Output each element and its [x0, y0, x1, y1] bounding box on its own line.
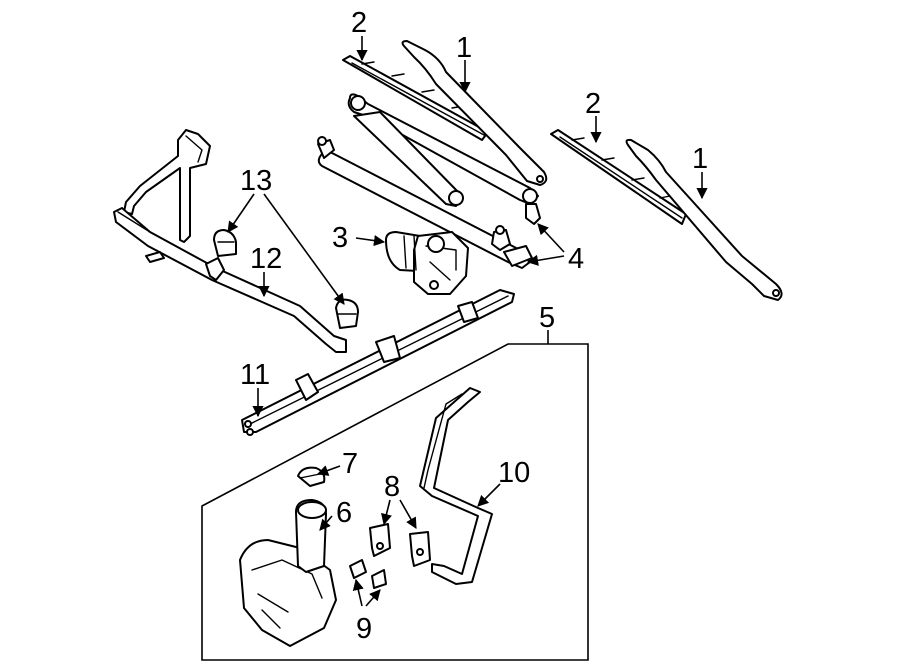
wiper-arm-right [625, 138, 783, 301]
leader-lines [227, 36, 708, 607]
leader-8-left [381, 499, 392, 526]
callout-7: 7 [342, 448, 358, 480]
wiper-blade-left [342, 55, 489, 141]
callout-10: 10 [498, 457, 530, 489]
reservoir-cap [297, 466, 326, 487]
leader-6 [319, 515, 333, 531]
callout-1-top: 1 [456, 32, 472, 64]
callout-numbers: 1 2 2 1 3 4 5 6 7 8 9 10 11 12 13 [240, 7, 708, 645]
washer-nozzle-lower [335, 298, 359, 329]
washer-reservoir [239, 499, 337, 647]
cowl-tube [241, 289, 515, 436]
washer-pump-left [369, 523, 391, 557]
callout-1-right: 1 [692, 143, 708, 175]
callout-11: 11 [240, 359, 270, 391]
callout-8: 8 [384, 471, 400, 503]
pump-grommet-lower [371, 569, 387, 589]
leader-4-upper [537, 223, 565, 253]
leader-13-upper [227, 193, 255, 233]
callout-4: 4 [568, 243, 584, 275]
pump-grommet-upper [349, 559, 367, 579]
wiper-blade-right [550, 129, 687, 225]
leader-3 [355, 235, 386, 247]
callout-9: 9 [356, 613, 372, 645]
wiper-motor [385, 231, 469, 295]
callout-6: 6 [336, 497, 352, 529]
callout-2-top: 2 [351, 7, 367, 39]
callout-12: 12 [250, 243, 282, 275]
washer-pump-right [409, 531, 431, 567]
washer-nozzle-upper [213, 229, 237, 257]
washer-hose [113, 129, 347, 353]
reservoir-outline [201, 343, 589, 661]
leader-8-right [399, 499, 417, 529]
washer-hose-reservoir [419, 387, 493, 585]
leader-4-lower [526, 254, 565, 266]
wiper-linkage [317, 93, 541, 269]
leader-9-left [352, 578, 364, 607]
callout-3: 3 [332, 222, 348, 254]
leader-10 [477, 483, 501, 507]
leader-9-right [365, 589, 381, 607]
callout-5: 5 [539, 302, 555, 334]
callout-13: 13 [240, 165, 272, 197]
leader-7 [316, 465, 341, 476]
callout-2-right: 2 [585, 88, 601, 120]
wiper-arm-left [401, 40, 548, 186]
leader-13-lower [263, 193, 345, 305]
